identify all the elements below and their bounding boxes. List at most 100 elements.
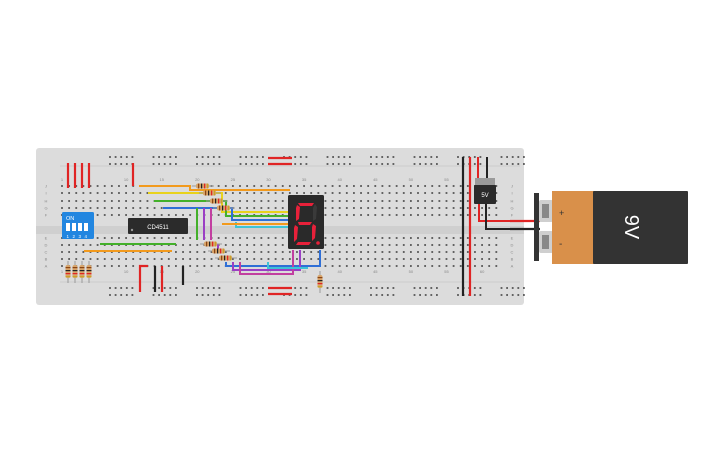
breadboard-hole	[96, 185, 99, 187]
breadboard-hole	[139, 207, 142, 209]
breadboard-hole	[353, 265, 355, 267]
breadboard-hole	[189, 258, 192, 260]
dip-toggle[interactable]	[84, 223, 88, 231]
breadboard-hole	[438, 251, 441, 253]
rail-hole	[152, 294, 155, 296]
breadboard-hole	[495, 237, 498, 239]
rail-hole	[294, 163, 297, 165]
breadboard-hole	[267, 244, 270, 246]
breadboard-hole	[402, 265, 405, 267]
breadboard-hole	[110, 185, 113, 187]
rail-hole	[523, 156, 525, 158]
breadboard-hole	[110, 214, 113, 216]
breadboard-hole	[167, 265, 170, 267]
breadboard-hole	[260, 258, 263, 260]
rail-hole	[299, 163, 302, 165]
breadboard-hole	[417, 244, 419, 246]
breadboard-hole	[438, 237, 441, 239]
breadboard-hole	[459, 207, 462, 209]
breadboard-hole	[424, 258, 427, 260]
breadboard-hole	[303, 185, 305, 187]
breadboard-hole	[175, 258, 177, 260]
breadboard-hole	[324, 200, 327, 202]
rail-hole	[473, 294, 476, 296]
breadboard-hole	[89, 192, 92, 194]
rail-hole	[305, 163, 308, 165]
breadboard-hole	[267, 258, 270, 260]
breadboard-hole	[381, 200, 384, 202]
breadboard-hole	[146, 200, 149, 202]
breadboard-hole	[68, 200, 71, 202]
rail-hole	[114, 163, 117, 165]
rail-hole	[332, 287, 334, 289]
breadboard-hole	[103, 185, 106, 187]
breadboard-hole	[345, 200, 348, 202]
rail-hole	[413, 163, 416, 165]
breadboard-hole	[452, 237, 455, 239]
breadboard-hole	[203, 265, 206, 267]
breadboard-hole	[203, 251, 206, 253]
resistor	[206, 198, 228, 204]
breadboard-hole	[288, 185, 291, 187]
column-label: 45	[373, 269, 378, 274]
breadboard-hole	[481, 244, 483, 246]
breadboard-hole	[431, 192, 434, 194]
breadboard-hole	[203, 258, 206, 260]
breadboard-hole	[360, 244, 362, 246]
rail-hole	[114, 156, 117, 158]
breadboard-hole	[438, 192, 441, 194]
resistor	[65, 261, 71, 283]
breadboard-hole	[132, 237, 135, 239]
breadboard-hole	[182, 244, 184, 246]
rail-hole	[424, 287, 427, 289]
breadboard-hole	[68, 258, 71, 260]
dip-toggle[interactable]	[78, 223, 82, 231]
breadboard-hole	[360, 207, 362, 209]
rail-hole	[158, 287, 160, 289]
row-label: B	[45, 257, 48, 262]
breadboard-hole	[459, 251, 462, 253]
dip-position-label: 4	[85, 234, 88, 239]
breadboard-hole	[388, 244, 391, 246]
breadboard-hole	[196, 251, 199, 253]
breadboard-hole	[353, 200, 355, 202]
rail-hole	[212, 294, 215, 296]
dip-toggle[interactable]	[72, 223, 76, 231]
breadboard-hole	[296, 192, 298, 194]
rail-hole	[500, 156, 503, 158]
breadboard-hole	[459, 244, 462, 246]
breadboard-hole	[424, 207, 427, 209]
breadboard-hole	[217, 214, 220, 216]
breadboard-hole	[466, 185, 469, 187]
rail-hole	[250, 163, 253, 165]
rail-hole	[262, 287, 264, 289]
rail-hole	[424, 163, 427, 165]
rail-hole	[196, 156, 198, 158]
battery: + - 9V	[534, 191, 688, 264]
breadboard-hole	[417, 258, 419, 260]
breadboard-hole	[239, 258, 241, 260]
rail-hole	[370, 163, 372, 165]
breadboard-hole	[402, 214, 405, 216]
breadboard-hole	[324, 244, 327, 246]
breadboard-hole	[495, 185, 498, 187]
rail-hole	[457, 156, 459, 158]
breadboard-hole	[431, 265, 434, 267]
breadboard-hole	[303, 192, 305, 194]
breadboard-hole	[175, 265, 177, 267]
breadboard-hole	[345, 265, 348, 267]
rail-hole	[430, 163, 433, 165]
rail-hole	[326, 294, 329, 296]
breadboard-hole	[167, 258, 170, 260]
breadboard-hole	[96, 265, 99, 267]
cd4511-chip[interactable]: CD4511	[128, 218, 188, 234]
breadboard-hole	[89, 258, 92, 260]
breadboard-hole	[466, 207, 469, 209]
breadboard-hole	[331, 244, 334, 246]
breadboard-hole	[246, 185, 249, 187]
dip-switch[interactable]: ON 1 2 3 4	[62, 212, 94, 239]
rail-hole	[332, 294, 334, 296]
dip-toggle[interactable]	[66, 223, 70, 231]
breadboard-hole	[374, 244, 377, 246]
breadboard-center-channel	[36, 226, 524, 234]
